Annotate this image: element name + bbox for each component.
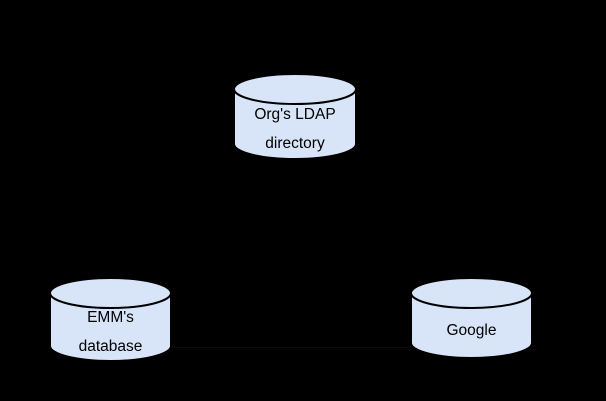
database-cylinder-org-ldap: Org's LDAP directory xyxy=(233,72,357,161)
database-cylinder-google: Google xyxy=(410,276,533,360)
database-cylinder-icon xyxy=(410,277,533,359)
database-cylinder-icon xyxy=(233,73,357,160)
connector-emm-to-google-line xyxy=(172,347,410,348)
database-cylinder-icon xyxy=(49,277,172,362)
database-cylinder-emm: EMM's database xyxy=(49,276,172,363)
